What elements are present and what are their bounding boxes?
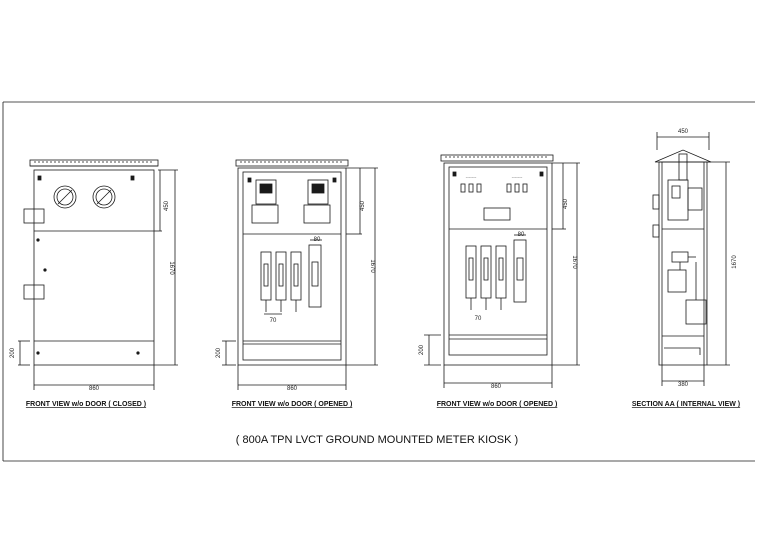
view3-meter-caption-right: ~~~~~~~ [512,176,523,179]
view2-width-dim: 860 [287,386,298,392]
view-front-opened-2 [424,154,580,388]
view1-top-dim: 450 [164,200,170,211]
view-front-closed [18,159,178,390]
view1-width-dim: 860 [89,386,100,392]
view3-meter-caption-left: ~~~~~~~ [466,176,477,179]
view3-top-dim: 450 [563,198,569,209]
view2-detail-dim: 80 [314,237,321,243]
view-section-aa [652,132,730,386]
drawing-title: ( 800A TPN LVCT GROUND MOUNTED METER KIO… [236,434,518,446]
view3-sub-dim: 70 [475,316,482,322]
view3-label: FRONT VIEW w/o DOOR ( OPENED ) [437,401,558,408]
view4-height-dim: 1670 [732,255,738,269]
view2-label: FRONT VIEW w/o DOOR ( OPENED ) [232,401,353,408]
view3-detail-dim: 80 [518,232,525,238]
view4-width-dim: 380 [678,382,689,388]
view1-label: FRONT VIEW w/o DOOR ( CLOSED ) [26,401,146,408]
view1-height-dim: 1670 [168,261,174,275]
view4-label: SECTION AA ( INTERNAL VIEW ) [632,401,740,408]
view2-sub-dim: 70 [270,318,277,324]
view2-height-dim: 1670 [369,259,375,273]
view3-base-dim: 200 [419,344,425,355]
view3-height-dim: 1670 [571,255,577,269]
view2-top-dim: 450 [360,200,366,211]
view-front-opened-1 [222,159,378,390]
view4-top-width-dim: 450 [678,129,689,135]
view3-width-dim: 860 [491,384,502,390]
view2-base-dim: 200 [216,347,222,358]
view1-base-dim: 200 [10,347,16,358]
